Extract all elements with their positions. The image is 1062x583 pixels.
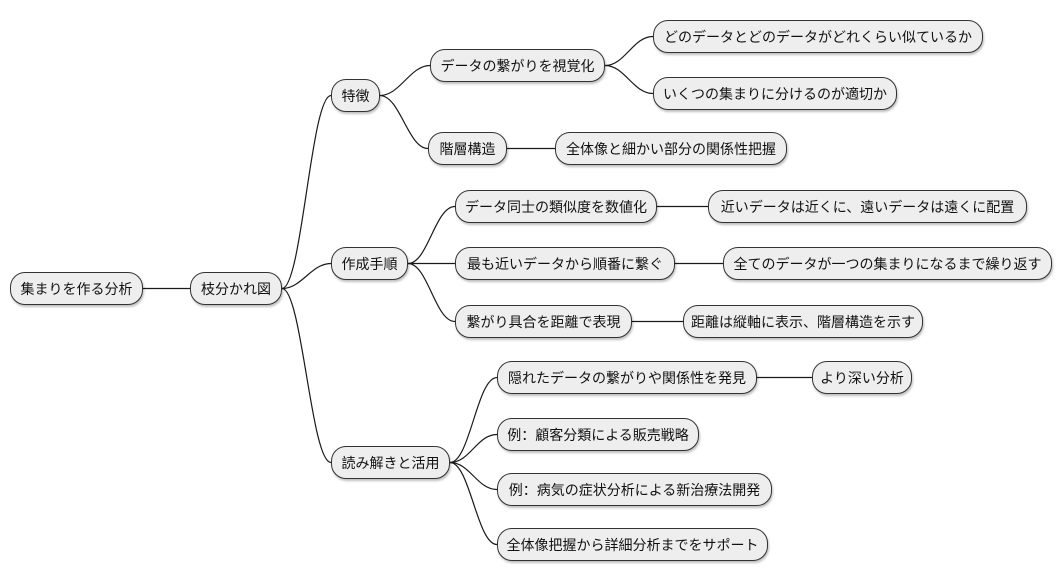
- node-dendrogram: 枝分かれ図: [190, 272, 282, 305]
- node-connect-nearest: 最も近いデータから順番に繋ぐ: [455, 247, 675, 280]
- node-example-customer-segmentation: 例：顧客分類による販売戦略: [497, 418, 699, 451]
- node-visualize-connections: データの繋がりを視覚化: [430, 49, 605, 82]
- edge-steps-quantify: [407, 205, 456, 265]
- edge-features-hierarchy: [379, 94, 429, 150]
- node-root-clustering-analysis: 集まりを作る分析: [10, 272, 143, 305]
- edge-visualize-similarity: [604, 35, 654, 67]
- node-repeat-until-one-cluster: 全てのデータが一つの集まりになるまで繰り返す: [723, 247, 1052, 280]
- node-reading-and-usage: 読み解きと活用: [331, 446, 450, 479]
- node-quantify-similarity: データ同士の類似度を数値化: [455, 190, 657, 223]
- edge-usage-example1: [449, 433, 498, 464]
- node-discover-hidden-relations: 隠れたデータの繋がりや関係性を発見: [497, 361, 757, 394]
- edge-usage-support: [449, 461, 498, 546]
- node-deeper-analysis: より深い分析: [812, 361, 912, 394]
- node-overview-detail-relation: 全体像と細かい部分の関係性把握: [555, 132, 787, 165]
- node-features: 特徴: [331, 79, 380, 112]
- edge-visualize-clustercount: [604, 64, 654, 95]
- node-example-disease-symptom-analysis: 例：病気の症状分析による新治療法開発: [497, 473, 772, 506]
- node-cluster-count-question: いくつの集まりに分けるのが適切か: [653, 77, 897, 110]
- edge-features-visualize: [379, 64, 431, 97]
- edge-steps-distance: [407, 262, 456, 323]
- node-hierarchical-structure: 階層構造: [428, 132, 507, 165]
- edge-branch-steps: [281, 262, 332, 290]
- node-express-by-distance: 繋がり具合を距離で表現: [455, 305, 632, 338]
- edge-branch-features: [281, 94, 332, 290]
- edge-usage-hidden: [449, 376, 498, 464]
- node-data-similarity-question: どのデータとどのデータがどれくらい似ているか: [653, 20, 983, 53]
- node-support-overview-to-detail: 全体像把握から詳細分析までをサポート: [497, 528, 768, 561]
- node-creation-steps: 作成手順: [331, 247, 408, 280]
- node-distance-vertical-axis: 距離は縦軸に表示、階層構造を示す: [683, 305, 923, 338]
- edge-usage-example2: [449, 461, 498, 491]
- node-placement-rule: 近いデータは近くに、遠いデータは遠くに配置: [708, 190, 1027, 223]
- edge-branch-usage: [281, 287, 332, 464]
